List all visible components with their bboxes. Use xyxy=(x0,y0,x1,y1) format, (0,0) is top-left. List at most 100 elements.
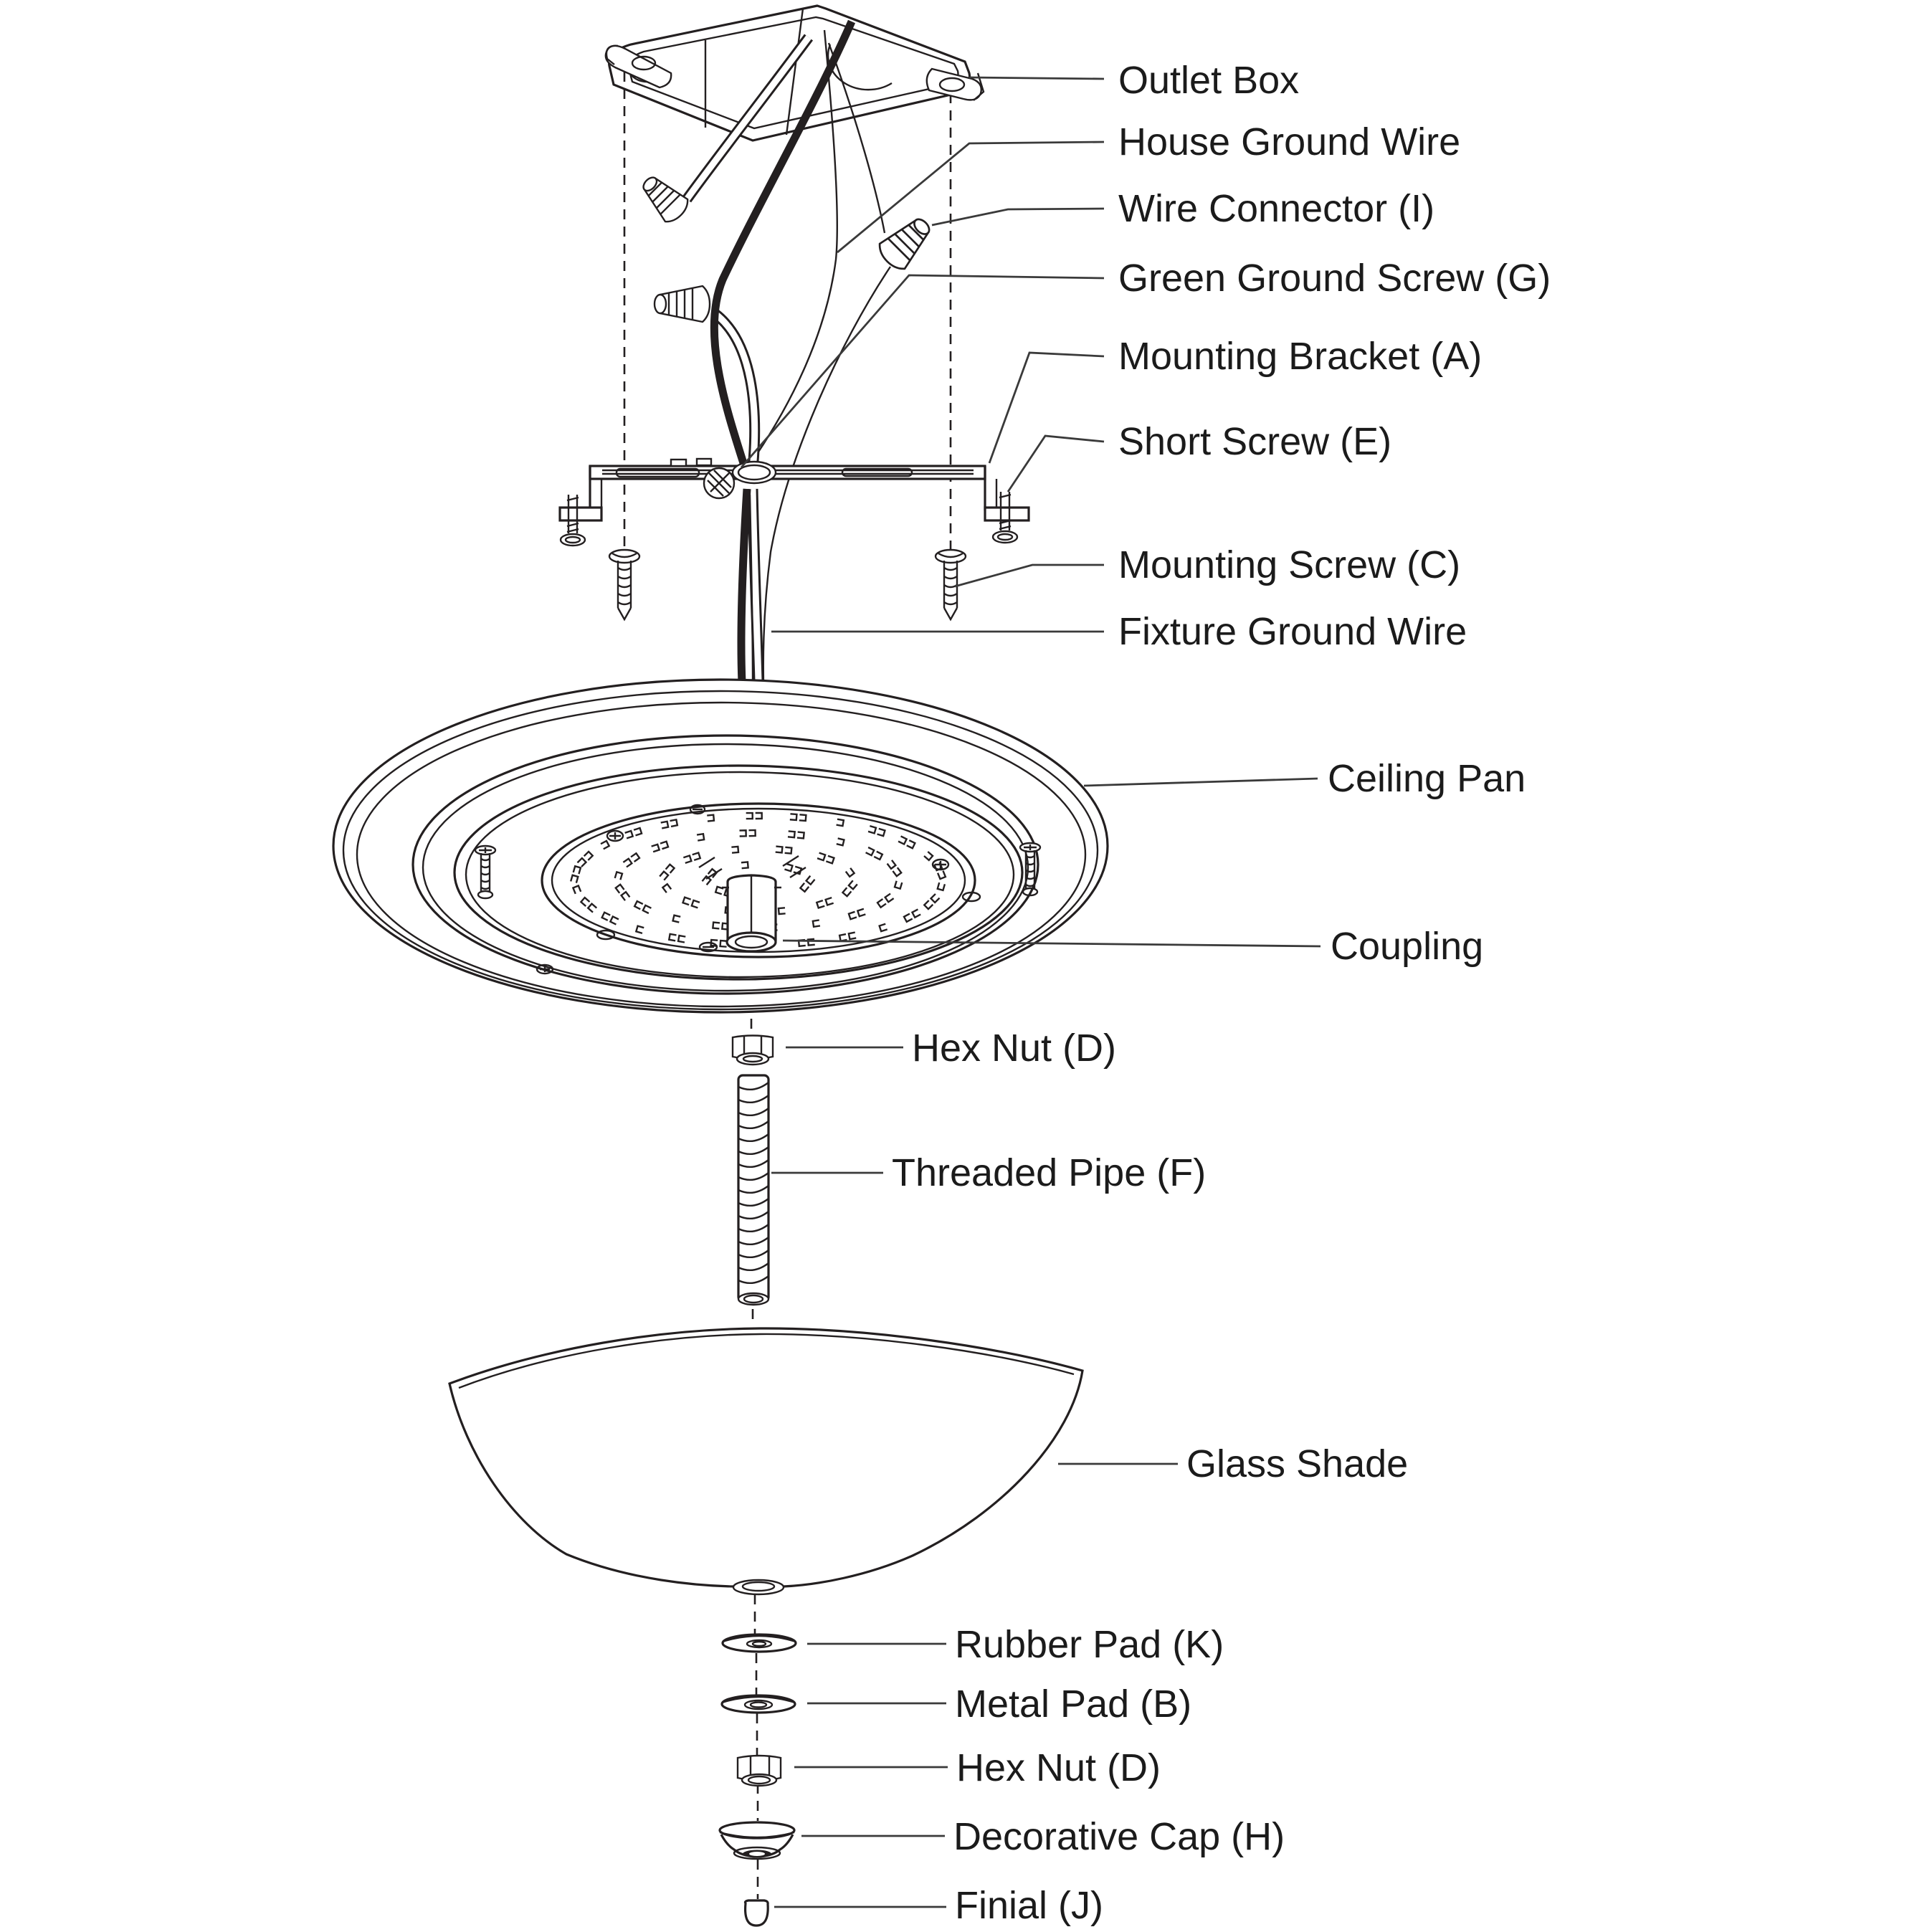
vent-hole-icon xyxy=(570,865,582,883)
label-threaded-pipe: Threaded Pipe (F) xyxy=(892,1151,1206,1194)
wire-nut-icon xyxy=(878,218,931,270)
hex-nut-upper xyxy=(731,1034,774,1066)
vent-hole-icon xyxy=(903,908,921,923)
vent-hole-icon xyxy=(624,827,643,839)
vent-hole-icon xyxy=(682,896,700,909)
mounting-screw-left xyxy=(608,548,641,622)
vent-hole-icon xyxy=(661,882,672,893)
pan-plate-details xyxy=(474,804,1042,975)
vent-hole-icon xyxy=(600,839,611,850)
vent-hole-icon xyxy=(739,829,756,837)
vent-hole-icon xyxy=(777,907,786,915)
coupling xyxy=(722,874,781,953)
pan-screw-left xyxy=(474,844,497,900)
leader-mounting-bracket xyxy=(988,351,1105,464)
fixture-ground-wire xyxy=(762,266,891,683)
rubber-pad xyxy=(721,1633,797,1653)
mounting-screw-right xyxy=(934,548,967,622)
label-hex-nut-upper: Hex Nut (D) xyxy=(912,1027,1116,1070)
vent-hole-icon xyxy=(865,846,884,861)
vent-hole-icon xyxy=(682,852,702,865)
vent-hole-icon xyxy=(667,933,686,943)
outlet-box-ear-right xyxy=(925,67,985,101)
vent-hole-icon xyxy=(836,818,845,827)
vent-hole-icon xyxy=(886,860,903,877)
leader-short-screw xyxy=(1007,434,1105,492)
green-ground-screw xyxy=(703,467,736,500)
leader-green-ground-screw xyxy=(740,274,1105,468)
label-coupling: Coupling xyxy=(1331,925,1483,968)
pan-screw-right xyxy=(1019,842,1042,897)
vent-hole-icon xyxy=(633,900,652,915)
label-wire-connector: Wire Connector (I) xyxy=(1118,187,1434,230)
vent-hole-icon xyxy=(712,921,730,931)
leader-wire-connector xyxy=(931,207,1105,227)
vent-hole-icon xyxy=(923,851,934,862)
leader-house-ground-wire xyxy=(837,141,1105,254)
vent-hole-icon xyxy=(844,867,856,878)
wires-upper xyxy=(682,19,891,683)
vent-hole-icon xyxy=(659,863,676,881)
decorative-cap xyxy=(718,1821,796,1860)
vent-hole-icon xyxy=(634,925,644,935)
vent-hole-icon xyxy=(841,880,858,898)
outlet-box xyxy=(604,4,985,142)
label-decorative-cap: Decorative Cap (H) xyxy=(953,1815,1285,1858)
pan-vent-holes xyxy=(570,812,947,949)
vent-hole-icon xyxy=(799,875,816,893)
vent-hole-icon xyxy=(898,835,916,850)
outlet-box-ear-left xyxy=(604,44,672,89)
vent-hole-icon xyxy=(571,884,582,895)
vent-hole-icon xyxy=(789,813,807,822)
vent-hole-icon xyxy=(836,837,845,847)
glass-shade xyxy=(448,1327,1084,1596)
mounting-bracket xyxy=(558,457,1030,547)
vent-hole-icon xyxy=(660,818,679,829)
vent-hole-icon xyxy=(787,830,805,839)
label-mounting-screw: Mounting Screw (C) xyxy=(1118,543,1460,586)
vent-hole-icon xyxy=(579,896,598,913)
hex-nut-lower xyxy=(736,1754,782,1787)
label-ceiling-pan: Ceiling Pan xyxy=(1328,757,1526,800)
leader-mounting-screw xyxy=(954,563,1104,588)
black-supply-cable xyxy=(710,19,856,476)
leader-coupling xyxy=(782,939,1321,948)
leader-outlet-box xyxy=(969,76,1105,80)
label-house-ground-wire: House Ground Wire xyxy=(1118,120,1460,163)
label-mounting-bracket: Mounting Bracket (A) xyxy=(1118,335,1482,378)
vent-hole-icon xyxy=(601,911,619,925)
house-ground-wire xyxy=(749,29,838,465)
vent-hole-icon xyxy=(817,852,835,865)
vent-hole-icon xyxy=(936,882,946,892)
leader-lines xyxy=(740,76,1321,1908)
vent-hole-icon xyxy=(746,812,763,820)
label-finial: Finial (J) xyxy=(955,1884,1103,1927)
vent-hole-icon xyxy=(867,824,886,837)
finial xyxy=(743,1899,769,1927)
vent-hole-icon xyxy=(576,850,594,867)
vent-hole-icon xyxy=(741,861,749,870)
vent-hole-icon xyxy=(614,870,624,880)
wire-nut-icon xyxy=(653,285,711,323)
vent-hole-icon xyxy=(731,845,740,854)
short-screw-left xyxy=(559,495,586,547)
label-metal-pad: Metal Pad (B) xyxy=(955,1683,1191,1726)
label-hex-nut-lower: Hex Nut (D) xyxy=(956,1746,1161,1789)
vent-hole-icon xyxy=(878,923,888,933)
ceiling-pan xyxy=(332,678,1109,1014)
vent-hole-icon xyxy=(812,919,821,928)
vent-hole-icon xyxy=(614,883,631,901)
vent-hole-icon xyxy=(876,893,895,909)
label-glass-shade: Glass Shade xyxy=(1186,1442,1408,1485)
part-labels: Outlet Box House Ground Wire Wire Connec… xyxy=(892,59,1551,1927)
vent-hole-icon xyxy=(696,832,705,842)
vent-hole-icon xyxy=(622,852,641,868)
vent-hole-icon xyxy=(651,840,670,853)
wire-connectors xyxy=(642,176,931,323)
threaded-pipe xyxy=(737,1074,770,1306)
label-green-ground-screw: Green Ground Screw (G) xyxy=(1118,257,1551,300)
wires-lower xyxy=(737,488,764,683)
short-screw-right xyxy=(991,492,1019,544)
